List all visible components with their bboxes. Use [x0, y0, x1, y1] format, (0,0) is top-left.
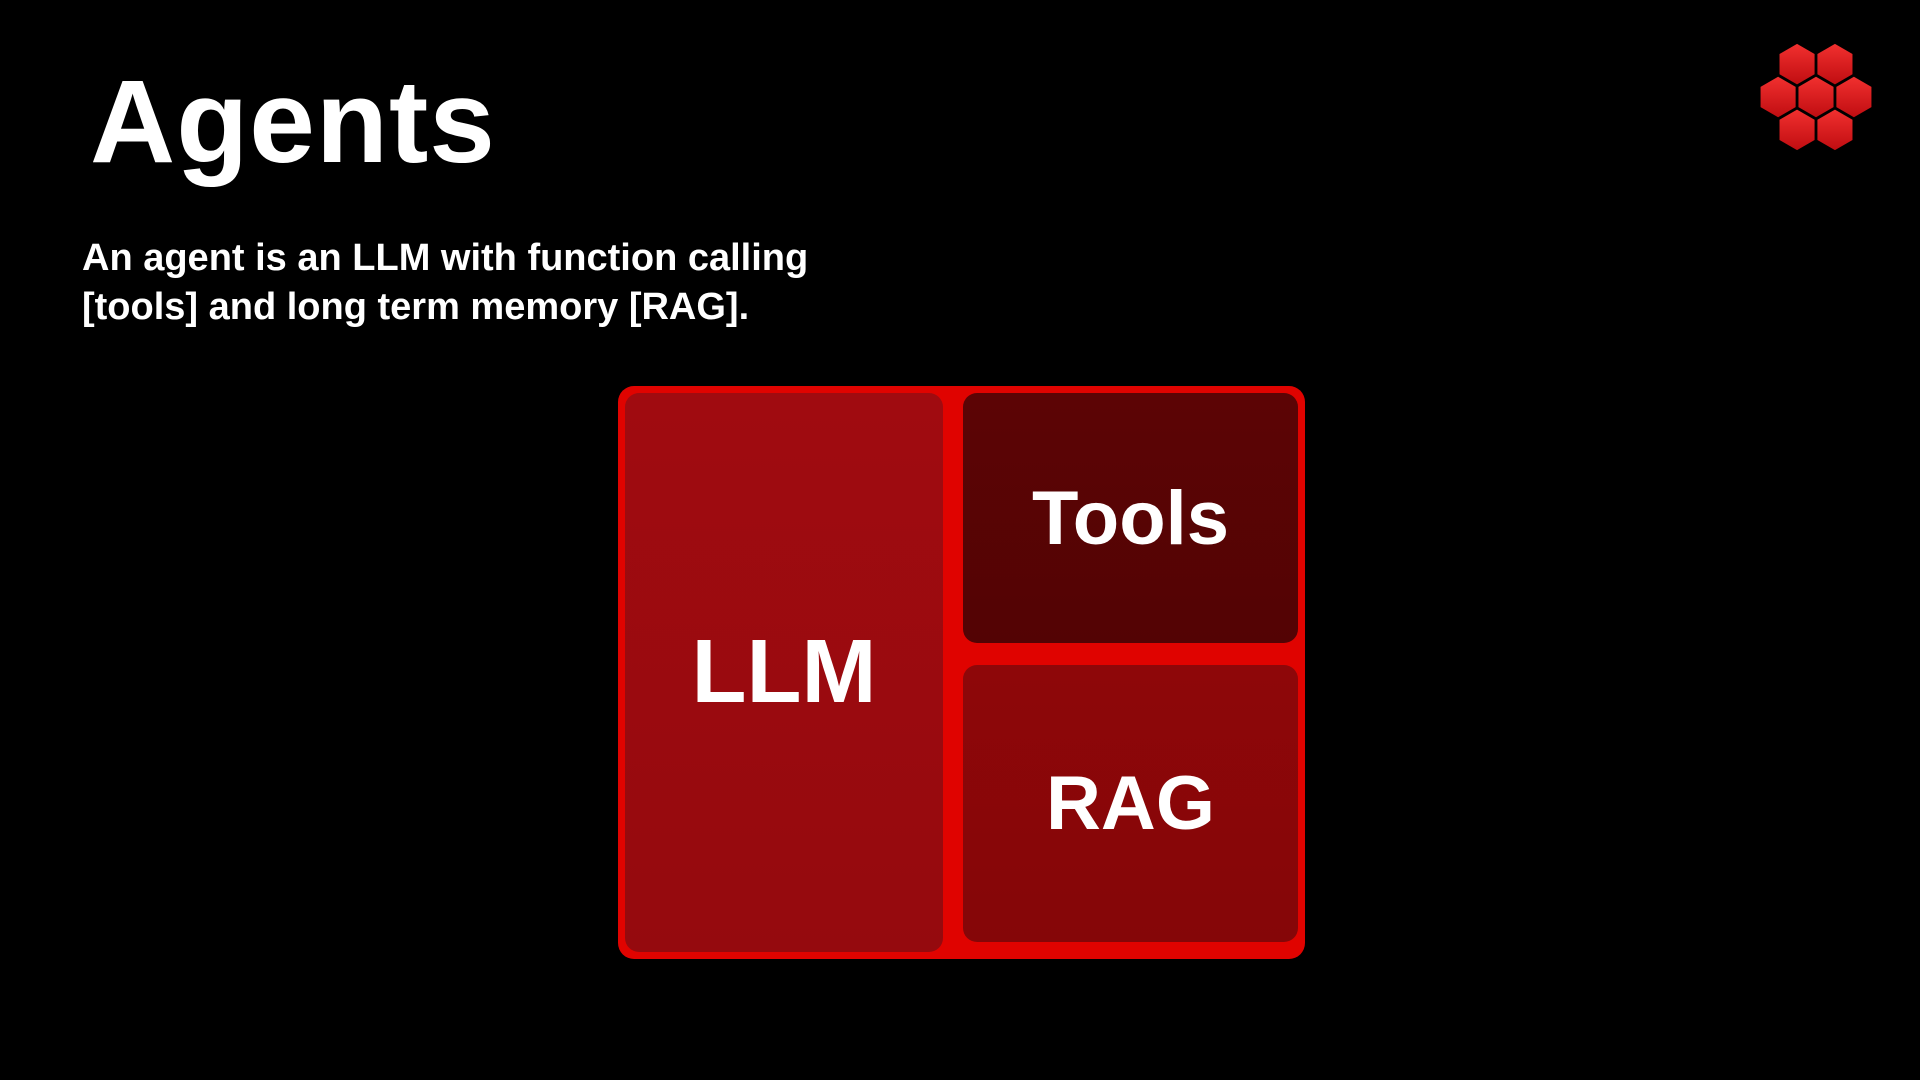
llm-label: LLM: [691, 622, 877, 722]
tools-box: Tools: [963, 393, 1298, 643]
tools-label: Tools: [1031, 475, 1229, 561]
rag-box: RAG: [963, 665, 1298, 942]
rag-label: RAG: [1046, 761, 1215, 846]
slide-subtitle: An agent is an LLM with function calling…: [82, 234, 808, 331]
subtitle-line-2: [tools] and long term memory [RAG].: [82, 285, 750, 328]
subtitle-line-1: An agent is an LLM with function calling: [82, 237, 809, 279]
agent-diagram: LLM Tools RAG: [618, 386, 1305, 959]
llm-box: LLM: [625, 393, 943, 952]
slide-title: Agents: [90, 56, 496, 188]
hexagon-cluster-logo: [1760, 43, 1872, 151]
diagram-right-column: Tools RAG: [963, 393, 1298, 952]
